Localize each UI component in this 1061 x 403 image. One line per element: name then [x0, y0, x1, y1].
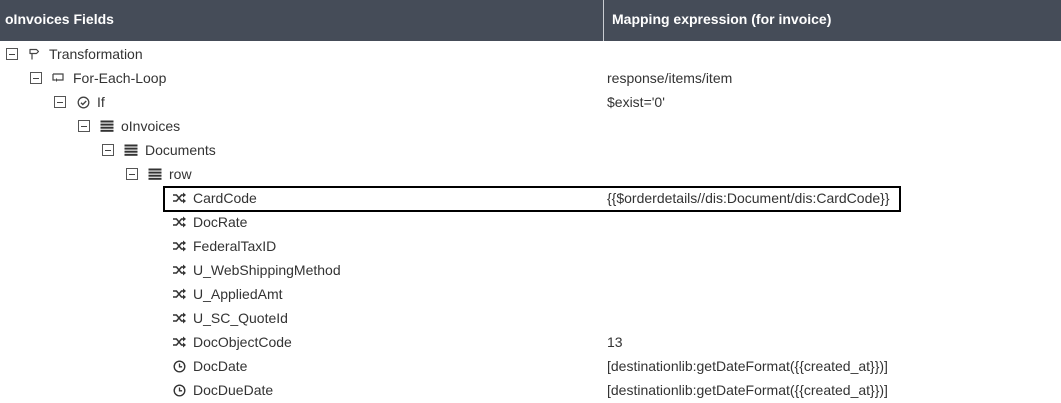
collapse-toggle-icon[interactable] [30, 72, 42, 84]
tree-row-label: row [169, 166, 192, 182]
mapping-expression[interactable]: [destinationlib:getDateFormat({{created_… [607, 382, 888, 398]
tree-row-oinvoices[interactable]: oInvoices [0, 114, 1061, 138]
shuffle-icon [171, 186, 187, 210]
clock-icon [171, 354, 187, 378]
shuffle-icon [171, 210, 187, 234]
shuffle-icon [171, 258, 187, 282]
column-header-mapping-expression[interactable]: Mapping expression (for invoice) [612, 11, 832, 27]
tree-row-u-sc-quoteid[interactable]: U_SC_QuoteId [0, 306, 1061, 330]
tree-row-u-webshippingmethod[interactable]: U_WebShippingMethod [0, 258, 1061, 282]
mapping-expression[interactable]: 13 [607, 334, 623, 350]
mapping-expression[interactable]: {{$orderdetails//dis:Document/dis:CardCo… [607, 190, 890, 206]
tree-row-label: Transformation [49, 46, 143, 62]
collapse-toggle-icon[interactable] [6, 48, 18, 60]
tree-row-docrate[interactable]: DocRate [0, 210, 1061, 234]
tree-row-for-each-loop[interactable]: For-Each-Loop response/items/item [0, 66, 1061, 90]
collapse-toggle-icon[interactable] [54, 96, 66, 108]
tree-row-label: DocRate [193, 214, 248, 230]
list-icon [99, 114, 115, 138]
mapping-tree: Transformation For-Each-Loop response/it… [0, 42, 1061, 402]
tree-row-label: DocDueDate [193, 382, 274, 398]
tree-row-documents[interactable]: Documents [0, 138, 1061, 162]
tree-row-docduedate[interactable]: DocDueDate [destinationlib:getDateFormat… [0, 378, 1061, 402]
tree-row-label: U_WebShippingMethod [193, 262, 341, 278]
tree-row-label: For-Each-Loop [73, 70, 167, 86]
tree-row-cardcode[interactable]: CardCode {{$orderdetails//dis:Document/d… [0, 186, 1061, 210]
tree-row-label: Documents [145, 142, 216, 158]
mapping-expression[interactable]: [destinationlib:getDateFormat({{created_… [607, 358, 888, 374]
loop-icon [50, 66, 66, 90]
collapse-toggle-icon[interactable] [126, 168, 138, 180]
tree-row-label: CardCode [193, 190, 257, 206]
tree-row-transformation[interactable]: Transformation [0, 42, 1061, 66]
grid-header: oInvoices Fields Mapping expression (for… [0, 0, 1061, 41]
tree-row-label: DocObjectCode [193, 334, 292, 350]
clock-icon [171, 378, 187, 402]
tree-row-u-appliedamt[interactable]: U_AppliedAmt [0, 282, 1061, 306]
list-icon [123, 138, 139, 162]
tree-row-label: DocDate [193, 358, 248, 374]
shuffle-icon [171, 330, 187, 354]
tree-row-label: U_SC_QuoteId [193, 310, 288, 326]
tree-row-if[interactable]: If $exist='0' [0, 90, 1061, 114]
tree-row-label: FederalTaxID [193, 238, 277, 254]
collapse-toggle-icon[interactable] [102, 144, 114, 156]
transformation-icon [26, 42, 42, 66]
condition-icon [75, 90, 91, 114]
collapse-toggle-icon[interactable] [78, 120, 90, 132]
list-icon [147, 162, 163, 186]
tree-row-federaltaxid[interactable]: FederalTaxID [0, 234, 1061, 258]
column-header-fields[interactable]: oInvoices Fields [0, 0, 604, 41]
shuffle-icon [171, 282, 187, 306]
tree-row-docobjectcode[interactable]: DocObjectCode 13 [0, 330, 1061, 354]
mapping-expression[interactable]: response/items/item [607, 70, 733, 86]
shuffle-icon [171, 306, 187, 330]
tree-row-row[interactable]: row [0, 162, 1061, 186]
tree-row-label: U_AppliedAmt [193, 286, 283, 302]
tree-row-label: oInvoices [121, 118, 181, 134]
tree-row-docdate[interactable]: DocDate [destinationlib:getDateFormat({{… [0, 354, 1061, 378]
mapping-expression[interactable]: $exist='0' [607, 94, 665, 110]
tree-row-label: If [97, 94, 105, 110]
shuffle-icon [171, 234, 187, 258]
